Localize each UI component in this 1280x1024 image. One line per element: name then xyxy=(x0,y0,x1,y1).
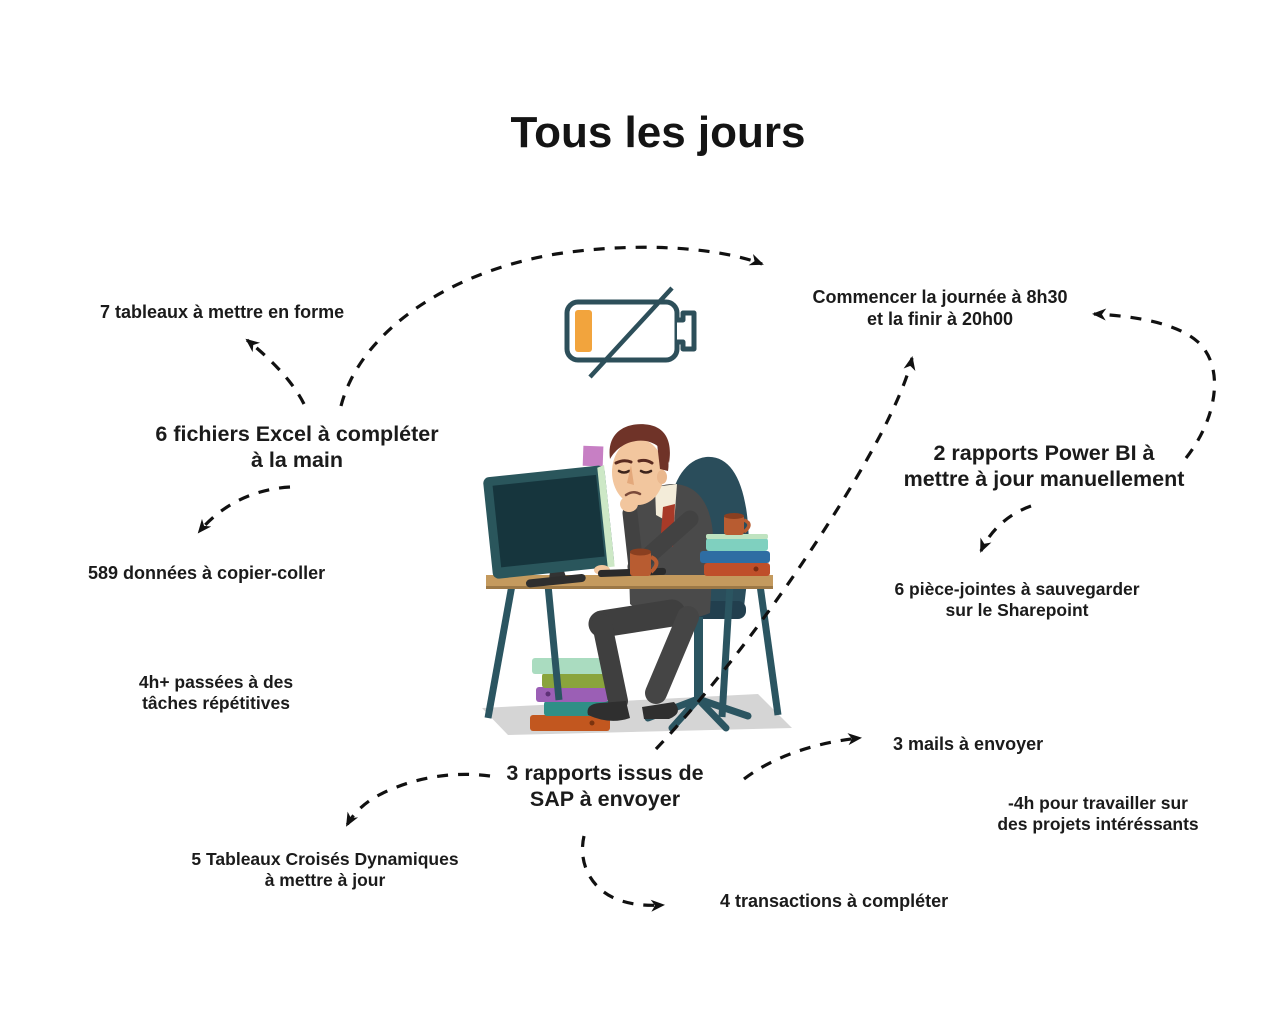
label-excel: 6 fichiers Excel à compléter à la main xyxy=(155,421,438,473)
label-tcd: 5 Tableaux Croisés Dynamiques à mettre à… xyxy=(191,849,458,892)
label-tableaux: 7 tableaux à mettre en forme xyxy=(100,302,344,324)
label-line: -4h pour travailler sur xyxy=(1008,793,1188,813)
label-horaires: Commencer la journée à 8h30 et la finir … xyxy=(812,287,1067,331)
label-line: Commencer la journée à 8h30 xyxy=(812,287,1068,307)
label-line: 6 fichiers Excel à compléter xyxy=(155,422,439,446)
label-mails: 3 mails à envoyer xyxy=(893,734,1043,756)
head xyxy=(609,424,670,505)
legs xyxy=(587,599,699,721)
desk xyxy=(484,575,782,719)
label-line: 3 rapports issus de xyxy=(506,761,704,785)
book-stack-desk xyxy=(700,513,770,576)
label-line: des projets intéréssants xyxy=(997,814,1199,835)
label-taches: 4h+ passées à des tâches répétitives xyxy=(139,672,293,715)
label-line: 4h+ passées à des xyxy=(138,672,294,692)
arrow-excel-to-tableaux xyxy=(245,338,306,405)
label-line: à mettre à jour xyxy=(264,870,386,891)
page-title: Tous les jours xyxy=(510,108,806,157)
arrow-sap-to-tcd xyxy=(345,772,491,827)
arrow-sap-to-transactions xyxy=(581,835,665,912)
label-line: 589 données à copier-coller xyxy=(88,563,326,583)
label-line: SAP à envoyer xyxy=(529,787,681,812)
label-line: sur le Sharepoint xyxy=(945,600,1089,621)
label-powerbi: 2 rapports Power BI à mettre à jour manu… xyxy=(904,440,1185,492)
arrow-excel-to-donnees xyxy=(197,485,291,534)
tired-office-worker-illustration xyxy=(482,424,792,735)
label-line: mettre à jour manuellement xyxy=(903,467,1185,492)
label-line: 6 pièce-jointes à sauvegarder xyxy=(894,579,1140,599)
label-line: 3 mails à envoyer xyxy=(893,734,1044,754)
arrow-powerbi-to-piecejointes xyxy=(979,504,1032,553)
label-transactions: 4 transactions à compléter xyxy=(720,891,948,913)
label-line: et la finir à 20h00 xyxy=(866,308,1014,329)
low-battery-icon xyxy=(564,286,697,379)
computer-monitor xyxy=(483,445,615,588)
label-line: à la main xyxy=(250,448,344,473)
arrow-powerbi-to-horaires xyxy=(1092,308,1217,459)
label-line: tâches répétitives xyxy=(142,693,290,714)
label-line: 4 transactions à compléter xyxy=(720,891,949,911)
arrow-sap-to-horaires xyxy=(654,356,916,751)
label-line: 2 rapports Power BI à xyxy=(933,441,1155,465)
label-line: 5 Tableaux Croisés Dynamiques xyxy=(191,849,459,869)
label-donnees: 589 données à copier-coller xyxy=(88,563,325,585)
arrow-sap-to-mails xyxy=(743,733,862,781)
label-piecejointes: 6 pièce-jointes à sauvegarder sur le Sha… xyxy=(894,579,1139,622)
label-projets: -4h pour travailler sur des projets inté… xyxy=(997,793,1198,836)
coffee-mug xyxy=(630,548,659,576)
label-line: 7 tableaux à mettre en forme xyxy=(100,302,345,322)
arrow-excel-to-horaires xyxy=(339,245,764,407)
label-sap: 3 rapports issus de SAP à envoyer xyxy=(506,760,703,812)
